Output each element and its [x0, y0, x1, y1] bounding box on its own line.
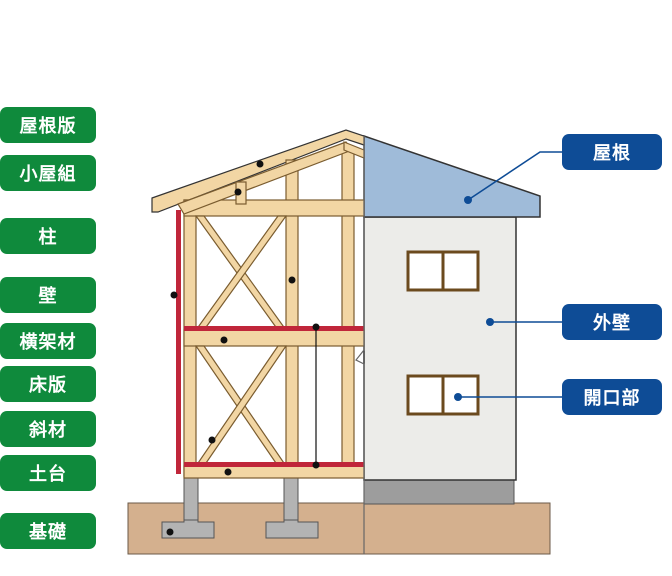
foundation-footing-left: [161, 475, 215, 539]
right-leader-dots: [454, 196, 494, 401]
house-base: [363, 479, 515, 505]
tag-brace: 斜材: [0, 411, 96, 447]
cut-line: [355, 136, 365, 554]
right-leaders: [458, 151, 562, 398]
red-member-sill: [184, 462, 364, 467]
tag-column: 柱: [0, 218, 96, 254]
timber-frame: [177, 141, 365, 479]
tag-roof: 屋根: [562, 134, 662, 170]
red-member-wall: [176, 210, 181, 474]
tag-roof-board: 屋根版: [0, 107, 96, 143]
tag-wall: 壁: [0, 277, 96, 313]
roof-panel: [363, 134, 541, 218]
tag-roof-framing: 小屋組: [0, 155, 96, 191]
foundation-footing-right: [265, 475, 319, 539]
window-lower: [406, 374, 480, 416]
window-upper: [406, 250, 480, 292]
tag-floor-board: 床版: [0, 366, 96, 402]
roof-board-panel: [151, 129, 365, 213]
leader-dots: [166, 160, 320, 536]
tag-exterior-wall: 外壁: [562, 304, 662, 340]
tag-beam: 横架材: [0, 323, 96, 359]
tag-opening: 開口部: [562, 379, 662, 415]
red-member-top: [184, 326, 364, 331]
tag-sill: 土台: [0, 455, 96, 491]
tag-foundation: 基礎: [0, 513, 96, 549]
